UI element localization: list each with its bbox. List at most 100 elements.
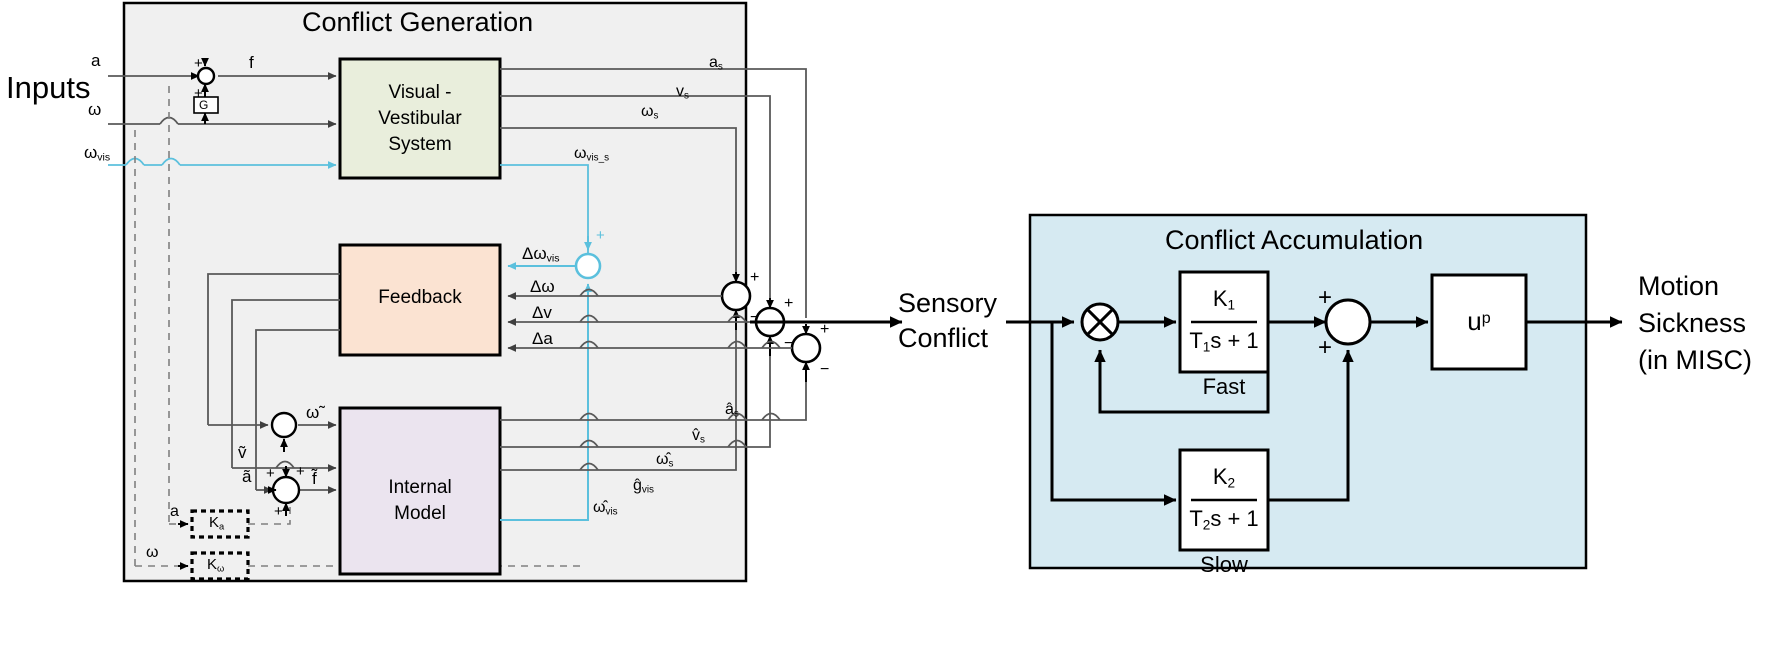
hop-im-5	[727, 439, 747, 448]
summing-junction-delta-a	[790, 332, 822, 364]
whv-base: ω̂	[593, 499, 606, 516]
fast-num-base: K	[1212, 286, 1228, 311]
signal-label-f: f	[249, 53, 254, 72]
sign-domega-plus: +	[750, 269, 760, 286]
ws-base: ω	[641, 103, 654, 120]
omega-vis-sub: vis	[97, 151, 111, 164]
vhs-base: v̂	[692, 427, 700, 444]
line-branch-to-slow	[1050, 322, 1177, 506]
input-label-a: a	[91, 51, 101, 70]
wvss-sub: vis_s	[586, 152, 610, 164]
sign-dv-minus: −	[784, 335, 794, 352]
slow-denominator: T2s + 1	[1180, 508, 1268, 532]
slow-num-base: K	[1212, 464, 1228, 489]
motion-sickness-line-1: Motion	[1638, 271, 1720, 301]
hop-ov-2	[161, 157, 181, 166]
summing-junction-accumulation	[1324, 298, 1372, 346]
dwv-sub: vis	[546, 252, 560, 265]
sign-f-sum-plus-top: +	[194, 55, 203, 72]
signal-label-omega-hat-s: ω̂s	[656, 452, 673, 469]
dashed-label-a: a	[170, 503, 179, 520]
vvs-line-2: Vestibular	[378, 108, 462, 129]
sign-dv-plus: +	[784, 295, 794, 312]
summing-junction-delta-omega	[720, 280, 752, 312]
signal-label-a-hat-s: âs	[725, 402, 739, 419]
sensory-conflict-line-2: Conflict	[898, 323, 989, 353]
fast-den-sub: 1	[1202, 339, 1211, 355]
block-label-feedback: Feedback	[378, 287, 462, 308]
dashed-label-omega: ω	[146, 544, 159, 561]
line-ahat-s	[500, 382, 807, 421]
block-visual-vestibular	[338, 57, 502, 180]
whv-sub: vis	[605, 506, 618, 518]
vs-sub: s	[684, 90, 689, 102]
ghv-sub: vis	[641, 484, 655, 496]
hop-im-in-1	[275, 460, 295, 469]
sign-accum-plus-bottom: +	[1318, 334, 1333, 361]
slow-numerator: K2	[1180, 466, 1268, 490]
sensory-conflict-line-1: Sensory	[898, 288, 998, 318]
input-label-omega: ω	[88, 100, 102, 119]
kw-sub: ω	[217, 563, 225, 574]
vhs-sub: s	[700, 434, 705, 446]
signal-label-g-hat-vis: ĝvis	[633, 478, 654, 495]
gain-block-komega	[190, 551, 250, 581]
ws-sub: s	[653, 110, 659, 122]
signal-label-omega-vis-s: ωvis_s	[574, 146, 609, 163]
whs-sub: s	[668, 458, 674, 470]
ka-base: K	[209, 514, 220, 531]
summing-junction-f	[196, 66, 216, 86]
multiplier-cross-icon	[1086, 308, 1114, 336]
sign-f-sum-plus-bottom: +	[194, 85, 203, 102]
signal-label-delta-v: Δv	[532, 303, 552, 322]
hop-fb-3	[579, 340, 599, 349]
signal-label-omega-hat-vis: ω̂vis	[593, 500, 618, 517]
ahs-sub: s	[733, 408, 739, 420]
gain-ka-label: Ka	[209, 515, 224, 532]
line-slow-to-sum	[1268, 349, 1354, 502]
sign-domega-minus: −	[750, 309, 760, 326]
dwv-base: Δω	[522, 244, 547, 263]
hop-im-6	[761, 412, 781, 421]
as-sub: s	[717, 61, 723, 73]
fast-caption: Fast	[1202, 374, 1246, 399]
block-internal-model	[338, 406, 502, 576]
fast-den-base: T	[1189, 328, 1203, 353]
panel-title-conflict-accumulation: Conflict Accumulation	[1165, 225, 1424, 255]
hop-fb-6	[761, 340, 781, 349]
hop-im-1	[579, 412, 599, 421]
ka-sub: a	[219, 521, 225, 532]
sign-atilde-plus-left: +	[266, 465, 275, 482]
signal-label-a-tilde: ã	[242, 467, 252, 486]
signal-label-omega-tilde: ω̃	[306, 403, 320, 422]
hop-fb-1	[579, 288, 599, 297]
line-omegas	[500, 127, 737, 282]
fast-den-rest: s + 1	[1210, 328, 1259, 353]
hop-fb-2	[579, 314, 599, 323]
motion-sickness-line-3: (in MISC)	[1638, 345, 1752, 375]
inputs-group-label: Inputs	[6, 70, 91, 105]
gain-block-ka	[190, 509, 250, 539]
block-label-visual-vestibular: Visual - Vestibular System	[340, 80, 500, 158]
fast-numerator: K1	[1180, 288, 1268, 312]
sensory-conflict-label: Sensory Conflict	[898, 286, 997, 356]
signal-label-delta-a: Δa	[532, 329, 553, 348]
gain-g-label: G	[199, 98, 209, 112]
line-fb-omega-tilde	[207, 273, 340, 425]
slow-den-rest: s + 1	[1210, 506, 1259, 531]
slow-caption: Slow	[1200, 552, 1248, 577]
ahs-base: â	[725, 401, 734, 418]
power-block-label: up	[1432, 308, 1526, 334]
im-line-1: Internal	[388, 477, 452, 498]
hop-im-3	[579, 462, 599, 471]
block-power	[1430, 273, 1528, 371]
signal-label-a-s: as	[709, 55, 723, 72]
summing-junction-omega-tilde	[270, 411, 298, 439]
summing-junction-delta-omega-vis	[574, 252, 602, 280]
line-omegavis-s	[500, 164, 589, 265]
line-vhat-s	[500, 356, 771, 448]
power-base: u	[1467, 306, 1482, 336]
gain-block-g	[193, 96, 219, 114]
